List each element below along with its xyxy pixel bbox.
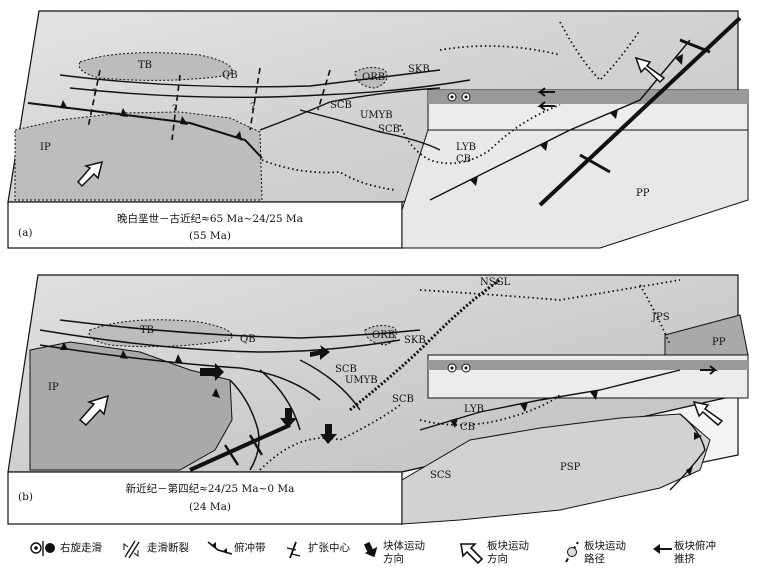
panel-a-tb-basin xyxy=(78,52,233,81)
tectonic-block-diagrams: TB QB ORB SKB SCB UMYB SCB LYB CB IP PP … xyxy=(7,10,749,525)
panel-b-front-face xyxy=(7,471,403,525)
panel-b-section-dark xyxy=(428,360,748,370)
panel-b-label-lyb: LYB xyxy=(464,404,484,415)
legend-label-line2: 路径 xyxy=(584,553,605,565)
panel-a-front-face xyxy=(7,201,403,249)
panel-b-label-cb: CB xyxy=(460,422,475,433)
panel-b-letter: (b) xyxy=(18,491,33,503)
panel-a-orb-basin xyxy=(354,66,388,89)
panel-b-push-arrow xyxy=(700,365,718,375)
plate-motion-arrow-icon xyxy=(460,543,484,564)
subduction-push-arrow-icon xyxy=(653,544,672,554)
subduction-zone-icon xyxy=(207,541,233,555)
panel-b-label-qb: QB xyxy=(240,334,256,345)
panel-a-indian-plate xyxy=(14,111,263,201)
panel-a-plate-paths xyxy=(87,67,331,141)
panel-b-label-orb: ORB xyxy=(372,330,395,341)
panel-a-dextral-symbols xyxy=(447,92,471,102)
legend: 右旋走滑 走滑断裂 俯冲带 扩张中心 块体运动 方向 xyxy=(0,532,768,573)
panel-a-label-question-1: ? xyxy=(92,88,97,99)
panel-a-caption: 晚白垩世－古近纪≈65 Ma~24/25 Ma xyxy=(117,212,303,225)
panel-a-pacific-plate xyxy=(401,129,749,249)
panel-b-label-nsgl: NSGL xyxy=(480,277,511,288)
panel-a-label-umyb: UMYB xyxy=(360,110,393,121)
plate-path-icon xyxy=(565,541,579,563)
panel-b-ridge xyxy=(189,423,291,472)
legend-label: 板块俯冲 xyxy=(674,540,716,552)
panel-a-label-pp: PP xyxy=(636,188,650,199)
legend-label: 板块运动 xyxy=(584,540,626,552)
spreading-center-icon xyxy=(286,541,301,559)
panel-a-push-arrow-2 xyxy=(537,101,555,111)
panel-b: TB QB ORB SKB NSGL JPS PP SCB UMYB SCB L… xyxy=(7,274,749,525)
panel-a-label-question-3: ? xyxy=(250,102,255,113)
legend-label: 走滑断裂 xyxy=(147,542,189,554)
panel-b-label-scb-left: SCB xyxy=(335,364,357,375)
strike-slip-fault-icon xyxy=(123,540,140,559)
legend-label: 右旋走滑 xyxy=(60,542,102,554)
panel-a-plate-motion-arrow-ip xyxy=(76,160,104,188)
legend-label: 俯冲带 xyxy=(234,542,266,554)
panel-a-label-scb-left: SCB xyxy=(330,100,352,111)
dextral-strike-slip-icon xyxy=(30,541,55,556)
legend-label-line2: 方向 xyxy=(383,553,404,565)
panel-a-label-question-2: ? xyxy=(172,104,177,115)
panel-b-psp-trench xyxy=(669,413,706,491)
panel-b-label-skb: SKB xyxy=(404,335,426,346)
panel-a-label-scb: SCB xyxy=(378,124,400,135)
panel-a-label-qb: QB xyxy=(222,70,238,81)
panel-a: TB QB ORB SKB SCB UMYB SCB LYB CB IP PP … xyxy=(7,10,749,249)
legend-label: 板块运动 xyxy=(487,540,529,552)
legend-label: 扩张中心 xyxy=(308,542,350,554)
panel-a-label-tb: TB xyxy=(138,60,152,71)
panel-a-label-orb: ORB xyxy=(362,72,385,83)
panel-b-label-psp: PSP xyxy=(560,462,581,473)
panel-b-trench-teeth xyxy=(450,390,702,476)
legend-label-line2: 方向 xyxy=(487,553,508,565)
panel-b-trench xyxy=(419,369,681,431)
panel-a-faults xyxy=(59,69,471,151)
panel-a-trench xyxy=(429,39,691,201)
panel-b-indian-plate xyxy=(29,341,233,471)
block-motion-arrow-icon xyxy=(363,541,378,558)
panel-a-push-arrow-1 xyxy=(537,87,555,97)
panel-a-section-dark xyxy=(428,90,748,104)
panel-b-label-ip: IP xyxy=(48,382,59,393)
panel-a-trench-teeth xyxy=(470,54,683,186)
legend-label-line2: 推挤 xyxy=(674,553,695,565)
panel-b-label-tb: TB xyxy=(140,325,154,336)
panel-a-label-ip: IP xyxy=(40,142,51,153)
panel-a-letter: (a) xyxy=(18,227,32,239)
panel-b-dotted-boundaries xyxy=(259,279,681,471)
panel-b-thrust-teeth xyxy=(60,342,220,398)
panel-b-label-scb: SCB xyxy=(392,394,414,405)
panel-b-orb-basin xyxy=(364,324,397,346)
panel-b-label-jps: JPS xyxy=(651,312,670,323)
panel-b-plate-motion-arrow-psp xyxy=(692,400,724,427)
panel-b-sub-caption: (24 Ma) xyxy=(189,501,231,513)
panel-b-dextral-symbols xyxy=(447,363,471,373)
panel-b-label-pp: PP xyxy=(712,337,726,348)
panel-b-label-scs: SCS xyxy=(430,470,452,481)
panel-a-label-cb: CB xyxy=(456,154,471,165)
legend-label: 块体运动 xyxy=(383,540,425,552)
panel-a-plate-motion-arrow-pp xyxy=(634,56,666,84)
panel-b-block-motion-arrows xyxy=(200,345,337,444)
panel-b-caption: 新近纪－第四纪≈24/25 Ma~0 Ma xyxy=(126,482,295,495)
panel-b-faults xyxy=(39,319,421,471)
panel-b-pacific-plate xyxy=(664,314,749,356)
panel-b-ridge-offsets xyxy=(223,434,264,466)
panel-a-sub-caption: (55 Ma) xyxy=(189,230,231,242)
panel-a-label-lyb: LYB xyxy=(456,142,476,153)
panel-a-dotted-boundaries xyxy=(261,21,641,191)
panel-b-plate-motion-arrow-ip xyxy=(78,394,110,427)
panel-a-main-thrust xyxy=(27,102,263,159)
panel-b-label-umyb: UMYB xyxy=(345,375,378,386)
panel-a-label-skb: SKB xyxy=(408,64,430,75)
panel-a-ridge-offsets xyxy=(579,38,711,174)
panel-a-thrust-teeth xyxy=(60,100,242,141)
